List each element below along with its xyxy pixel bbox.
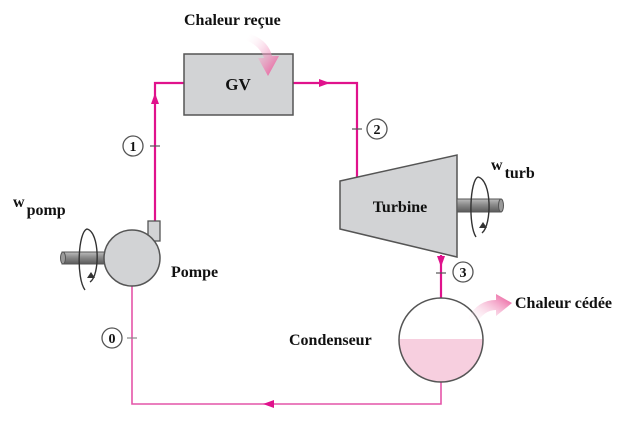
boiler-box [183,53,294,116]
pump-shaft-end [60,251,66,265]
turbine-label: Turbine [373,199,428,216]
pipe-condenser-to-pump [131,286,442,405]
flow-arrow-left [263,400,274,408]
condenser-label: Condenseur [289,332,372,349]
heat-out-arrow-icon [468,294,512,324]
turbine-body [339,154,458,258]
work-symbol: w [13,194,25,211]
state-markers: 1 2 3 0 [101,118,474,349]
heat-in-arrow-icon [246,34,279,76]
pump-shaft [61,251,108,265]
flow-arrows [151,79,445,408]
condensate-level [399,339,483,382]
state-label: 1 [130,140,137,155]
condenser-outline [398,297,484,383]
pump-casing [103,229,161,287]
flow-arrow-up [151,93,159,104]
pump-rotation-icon [78,228,98,291]
boiler: GV [183,53,294,116]
turbine-rotation-icon [470,176,490,238]
heat-out-label: Chaleur cédée [515,295,612,312]
flow-arrow-down [437,256,445,267]
work-subscript: turb [505,165,535,182]
work-symbol: w [491,157,503,174]
state-label: 0 [109,332,116,347]
boiler-label: GV [225,75,251,94]
state-label: 2 [374,123,381,138]
work-subscript: pomp [27,202,66,219]
pipe-pump-to-boiler [153,81,184,222]
turbine-shaft [456,198,502,213]
state-label: 3 [460,266,467,281]
heat-in-label: Chaleur reçue [184,12,281,29]
pump-label: Pompe [171,264,218,281]
state-marker-1: 1 [122,135,160,157]
condenser: Condenseur [289,297,484,383]
piping [131,81,443,405]
turbine: Turbine [339,154,504,258]
state-marker-3: 3 [436,261,474,283]
turbine-shaft-end [498,198,504,213]
state-marker-2: 2 [352,118,388,140]
pump: Pompe [60,220,218,291]
state-marker-0: 0 [101,327,137,349]
flow-arrow-right [319,79,330,87]
pipe-boiler-to-turbine [293,81,359,181]
